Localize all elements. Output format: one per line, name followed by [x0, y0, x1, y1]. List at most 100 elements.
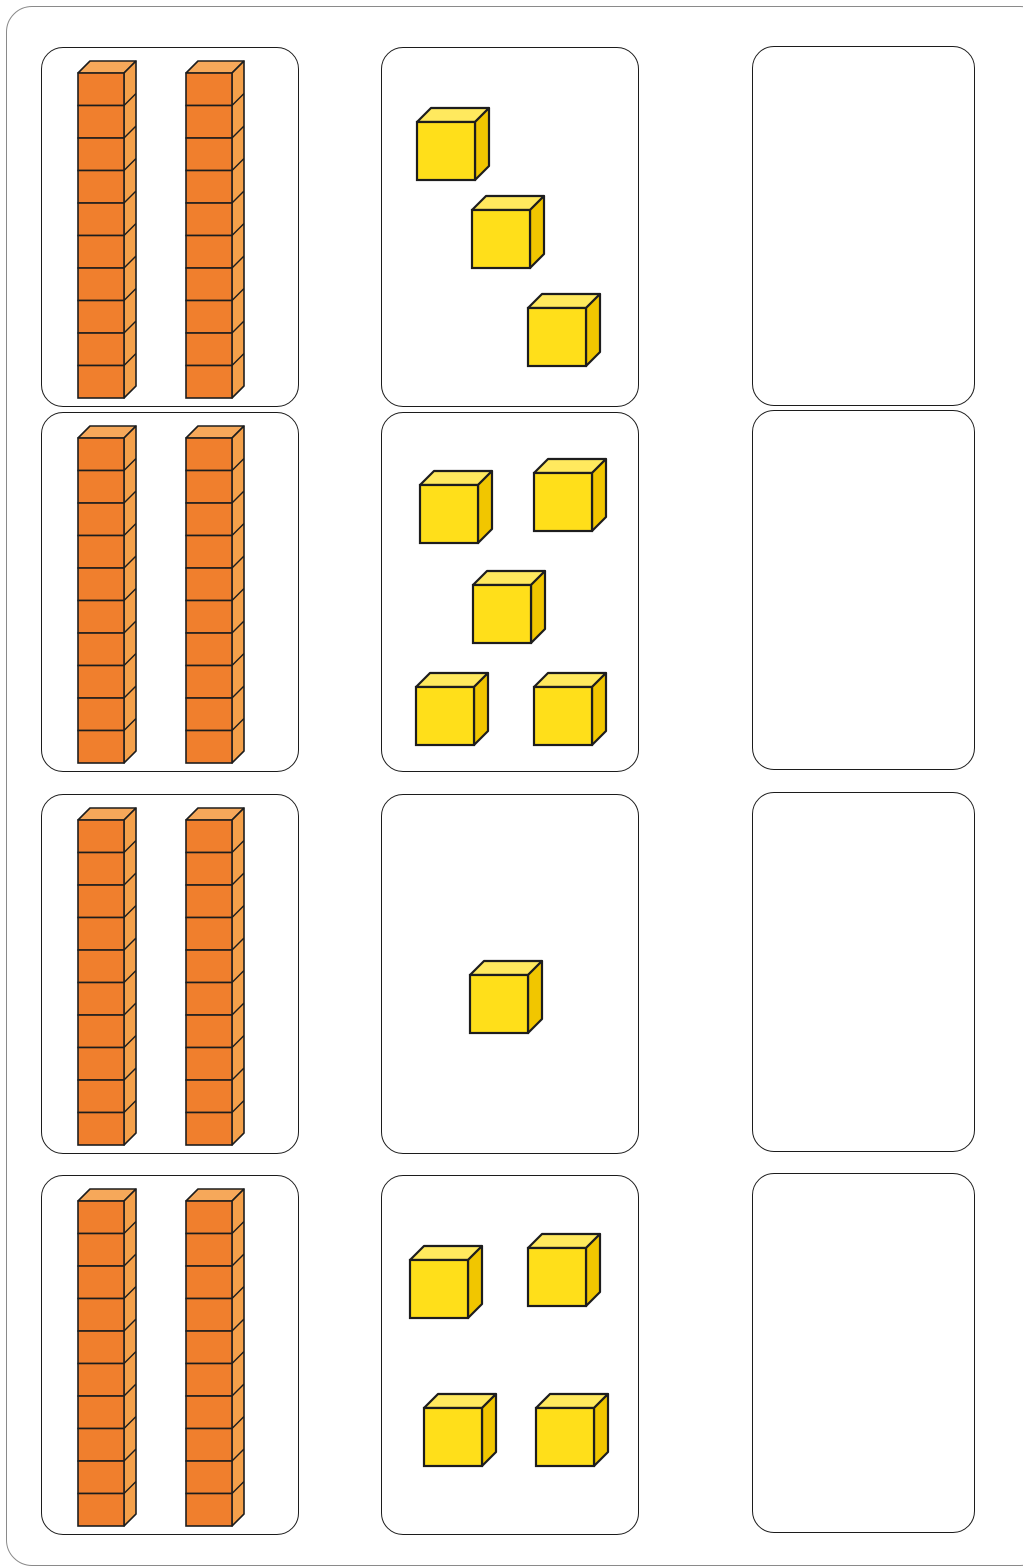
tens-rod-4-1 [78, 1189, 136, 1526]
rod-unit [186, 1396, 232, 1429]
tens-rods-row-1 [42, 48, 298, 406]
rod-unit [186, 138, 232, 171]
rod-unit [78, 171, 124, 204]
rod-unit [186, 203, 232, 236]
rod-unit [78, 1266, 124, 1299]
rod-unit [186, 633, 232, 666]
ones-card-row-2 [381, 412, 639, 772]
ones-cubes-row-4 [382, 1176, 638, 1534]
unit-cube-2-1 [420, 471, 492, 543]
tens-card-row-3 [41, 794, 299, 1154]
unit-cube-4-2 [528, 1234, 600, 1306]
ones-cubes-row-2 [382, 413, 638, 771]
rod-unit [186, 73, 232, 106]
rod-unit [78, 471, 124, 504]
rod-unit [78, 853, 124, 886]
rod-unit [186, 1201, 232, 1234]
ones-cubes-row-1 [382, 48, 638, 406]
unit-cube-4-3 [424, 1394, 496, 1466]
rod-unit [78, 601, 124, 634]
rod-unit [186, 983, 232, 1016]
rod-unit [78, 1461, 124, 1494]
rod-unit [186, 820, 232, 853]
rod-unit [78, 885, 124, 918]
tens-card-row-4 [41, 1175, 299, 1535]
tens-card-row-2 [41, 412, 299, 772]
ones-cubes-row-3 [382, 795, 638, 1153]
rod-unit [186, 1494, 232, 1527]
rod-unit [78, 698, 124, 731]
rod-unit [186, 366, 232, 399]
rod-unit [186, 171, 232, 204]
rod-unit [78, 1429, 124, 1462]
tens-rod-1-2 [186, 61, 244, 398]
tens-rods-row-4 [42, 1176, 298, 1534]
tens-rods-row-3 [42, 795, 298, 1153]
rod-unit [186, 1429, 232, 1462]
rod-unit [186, 536, 232, 569]
rod-unit [78, 138, 124, 171]
rod-unit [78, 1396, 124, 1429]
rod-unit [78, 633, 124, 666]
rod-unit [78, 820, 124, 853]
rod-unit [186, 601, 232, 634]
rod-unit [78, 1299, 124, 1332]
rod-unit [78, 268, 124, 301]
rod-unit [78, 1494, 124, 1527]
answer-box-row-4[interactable] [752, 1173, 975, 1533]
unit-cube-1-2 [472, 196, 544, 268]
rod-unit [186, 568, 232, 601]
rod-unit [186, 1299, 232, 1332]
tens-rod-4-2 [186, 1189, 244, 1526]
rod-unit [78, 983, 124, 1016]
rod-unit [186, 236, 232, 269]
rod-unit [78, 1234, 124, 1267]
rod-unit [186, 503, 232, 536]
ones-card-row-3 [381, 794, 639, 1154]
rod-unit [78, 106, 124, 139]
tens-card-row-1 [41, 47, 299, 407]
rod-unit [78, 918, 124, 951]
rod-unit [186, 1331, 232, 1364]
rod-unit [186, 106, 232, 139]
rod-unit [186, 1048, 232, 1081]
rod-unit [78, 438, 124, 471]
tens-rod-3-2 [186, 808, 244, 1145]
rod-unit [78, 536, 124, 569]
rod-unit [78, 568, 124, 601]
tens-rod-1-1 [78, 61, 136, 398]
unit-cube-2-2 [534, 459, 606, 531]
tens-rods-row-2 [42, 413, 298, 771]
answer-box-row-1[interactable] [752, 46, 975, 406]
rod-unit [78, 1015, 124, 1048]
tens-rod-2-1 [78, 426, 136, 763]
rod-unit [78, 1364, 124, 1397]
rod-unit [186, 333, 232, 366]
rod-unit [78, 301, 124, 334]
rod-unit [186, 268, 232, 301]
rod-unit [78, 1048, 124, 1081]
rod-unit [78, 333, 124, 366]
rod-unit [78, 1080, 124, 1113]
rod-unit [186, 698, 232, 731]
unit-cube-3-1 [470, 961, 542, 1033]
unit-cube-1-1 [417, 108, 489, 180]
unit-cube-4-1 [410, 1246, 482, 1318]
rod-unit [78, 73, 124, 106]
unit-cube-2-4 [416, 673, 488, 745]
rod-unit [186, 731, 232, 764]
unit-cube-2-3 [473, 571, 545, 643]
answer-box-row-2[interactable] [752, 410, 975, 770]
rod-unit [186, 950, 232, 983]
rod-unit [186, 301, 232, 334]
rod-unit [186, 471, 232, 504]
rod-unit [186, 1080, 232, 1113]
rod-unit [186, 1015, 232, 1048]
rod-unit [78, 666, 124, 699]
rod-unit [78, 1113, 124, 1146]
unit-cube-4-4 [536, 1394, 608, 1466]
unit-cube-2-5 [534, 673, 606, 745]
answer-box-row-3[interactable] [752, 792, 975, 1152]
rod-unit [78, 731, 124, 764]
rod-unit [78, 950, 124, 983]
